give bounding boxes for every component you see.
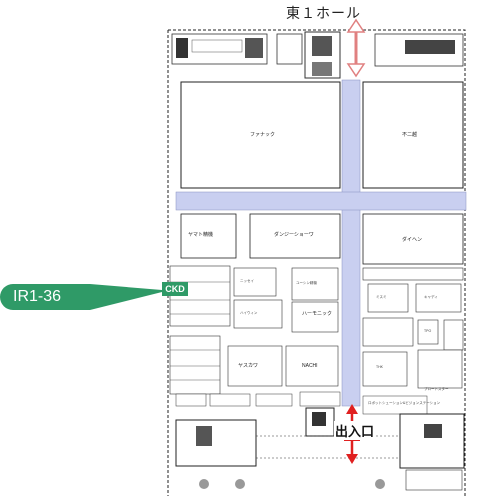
booth-fanuc[interactable]: ファナック xyxy=(250,132,276,138)
booth-nachi[interactable]: NACHI xyxy=(302,363,318,369)
entrance-label: 出入口 xyxy=(334,421,376,440)
hall-label: 東１ホール xyxy=(286,5,361,21)
booth-kawasaki[interactable]: ハーモニック xyxy=(302,311,333,317)
booth-small-7[interactable]: THK xyxy=(376,365,383,369)
ir-tag-pointer xyxy=(90,284,162,310)
booth-small-5[interactable]: ハイウィン xyxy=(240,311,258,315)
main-aisle xyxy=(341,79,361,407)
top-hall-arrow xyxy=(346,18,366,78)
cross-aisle xyxy=(175,191,467,211)
booth-small-1[interactable]: ニッセイ xyxy=(240,279,254,283)
booth-small-8[interactable]: ブロートスター xyxy=(424,387,449,391)
booth-robot-solution[interactable]: ロボットシューション&ビジョンステーション xyxy=(368,401,441,405)
booth-yamazen[interactable]: ヤマト精機 xyxy=(188,232,214,238)
booth-yaskawa[interactable]: ヤスカワ xyxy=(238,363,259,369)
booth-small-3[interactable]: ミスミ xyxy=(376,295,387,299)
booth-small-2[interactable]: ユーシン精機 xyxy=(296,281,317,285)
booth-number-tag: IR1-36 xyxy=(0,284,90,310)
booth-daihen[interactable]: ダイヘン xyxy=(402,237,423,243)
booth-top-right[interactable]: 不二越 xyxy=(402,132,418,138)
booth-kanji[interactable]: ダンジーショーワ xyxy=(274,232,314,238)
booth-small-4[interactable]: キャディ xyxy=(424,295,438,299)
highlighted-booth-ckd[interactable]: CKD xyxy=(162,282,188,296)
booth-small-6[interactable]: TPO xyxy=(424,329,432,333)
